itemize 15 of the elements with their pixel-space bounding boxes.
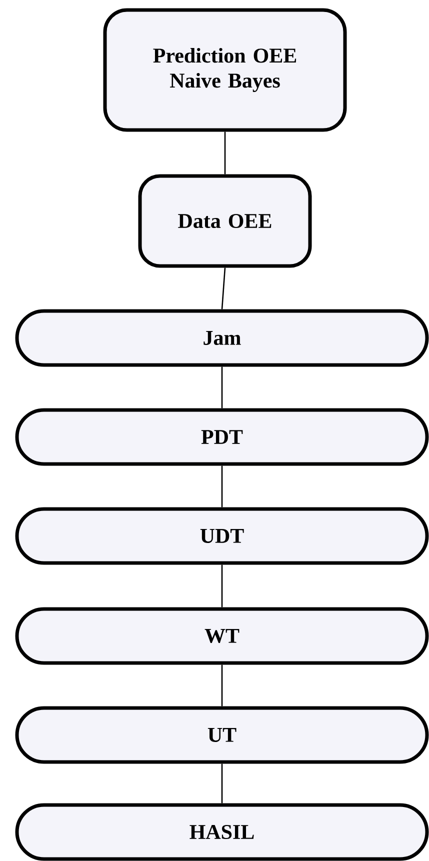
pill-box: UT: [15, 706, 429, 764]
connector-line: [221, 564, 223, 608]
connector-line: [221, 366, 223, 408]
connector-line: [221, 764, 223, 804]
connector-line: [221, 268, 226, 310]
pill-box: HASIL: [15, 803, 429, 861]
connector-line: [224, 132, 226, 174]
connector-line: [221, 466, 223, 508]
pill-box: UDT: [15, 507, 429, 565]
pill-box: PDT: [15, 408, 429, 466]
connector-line: [221, 664, 223, 706]
pill-box: WT: [15, 607, 429, 665]
process-box: Data OEE: [138, 174, 312, 268]
process-box: Prediction OEE Naive Bayes: [103, 8, 347, 132]
pill-box: Jam: [15, 309, 429, 367]
